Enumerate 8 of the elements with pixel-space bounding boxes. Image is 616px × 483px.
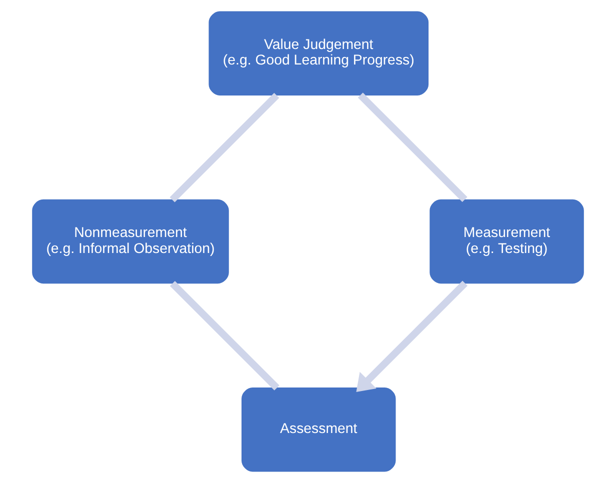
arrow — [356, 280, 468, 392]
node-box: Nonmeasurement (e.g. Informal Observation) — [32, 199, 229, 284]
node-box: Value Judgement (e.g. Good Learning Progress) — [208, 11, 429, 96]
node-box: Measurement (e.g. Testing) — [430, 199, 584, 284]
node-box: Assessment — [242, 388, 396, 472]
connector — [358, 92, 468, 202]
connector — [170, 280, 280, 390]
connector — [170, 92, 280, 202]
